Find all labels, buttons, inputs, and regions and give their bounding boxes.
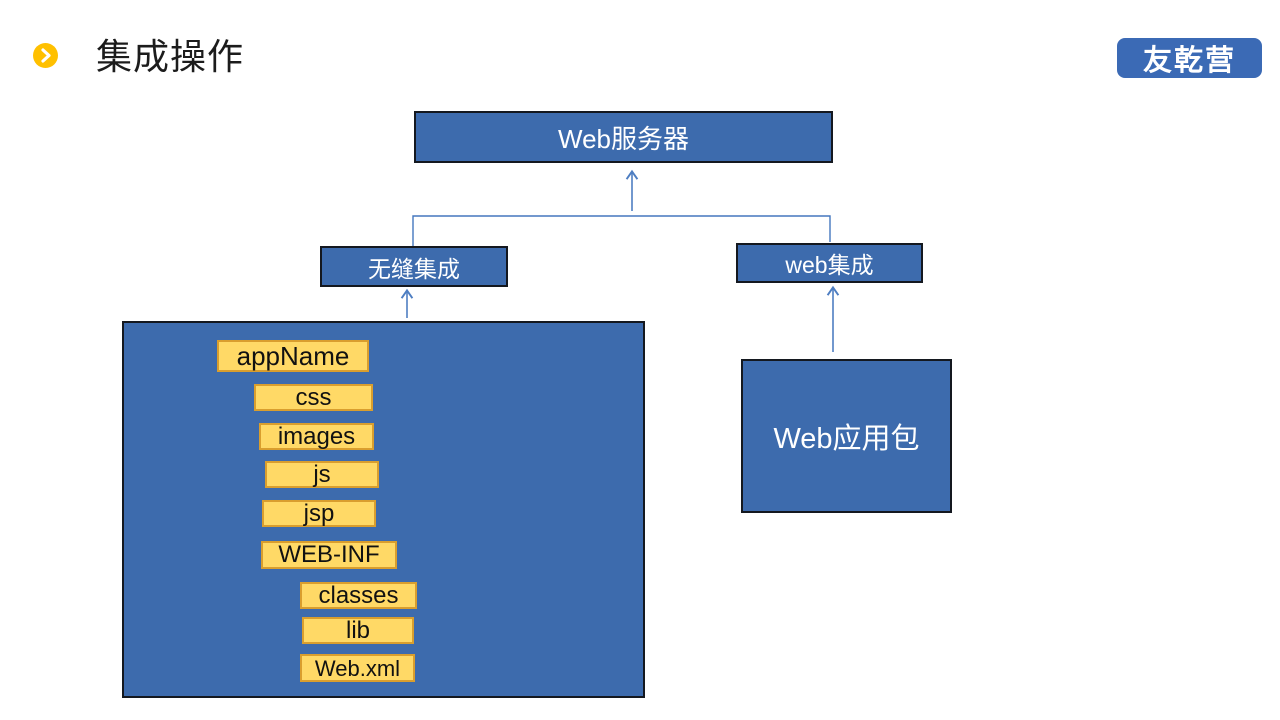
node-web-app-package: Web应用包: [741, 359, 952, 513]
tree-node-jsp: jsp: [262, 500, 376, 527]
node-web-integration: web集成: [736, 243, 923, 283]
title-bullet-icon: [33, 43, 58, 68]
tree-node-images: images: [259, 423, 374, 450]
node-web-server: Web服务器: [414, 111, 833, 163]
node-seamless-integration: 无缝集成: [320, 246, 508, 287]
tree-node-classes: classes: [300, 582, 417, 609]
chevron-right-icon: [41, 48, 51, 63]
tree-node-webinf: WEB-INF: [261, 541, 397, 569]
tree-node-webxml: Web.xml: [300, 654, 415, 682]
tree-node-lib: lib: [302, 617, 414, 644]
brand-logo: 友乾营: [1117, 38, 1262, 78]
page-title: 集成操作: [96, 36, 245, 77]
tree-node-js: js: [265, 461, 379, 488]
tree-node-webxml-label: Web.xml: [314, 655, 401, 681]
tree-node-css: css: [254, 384, 373, 411]
tree-node-appname: appName: [217, 340, 369, 372]
